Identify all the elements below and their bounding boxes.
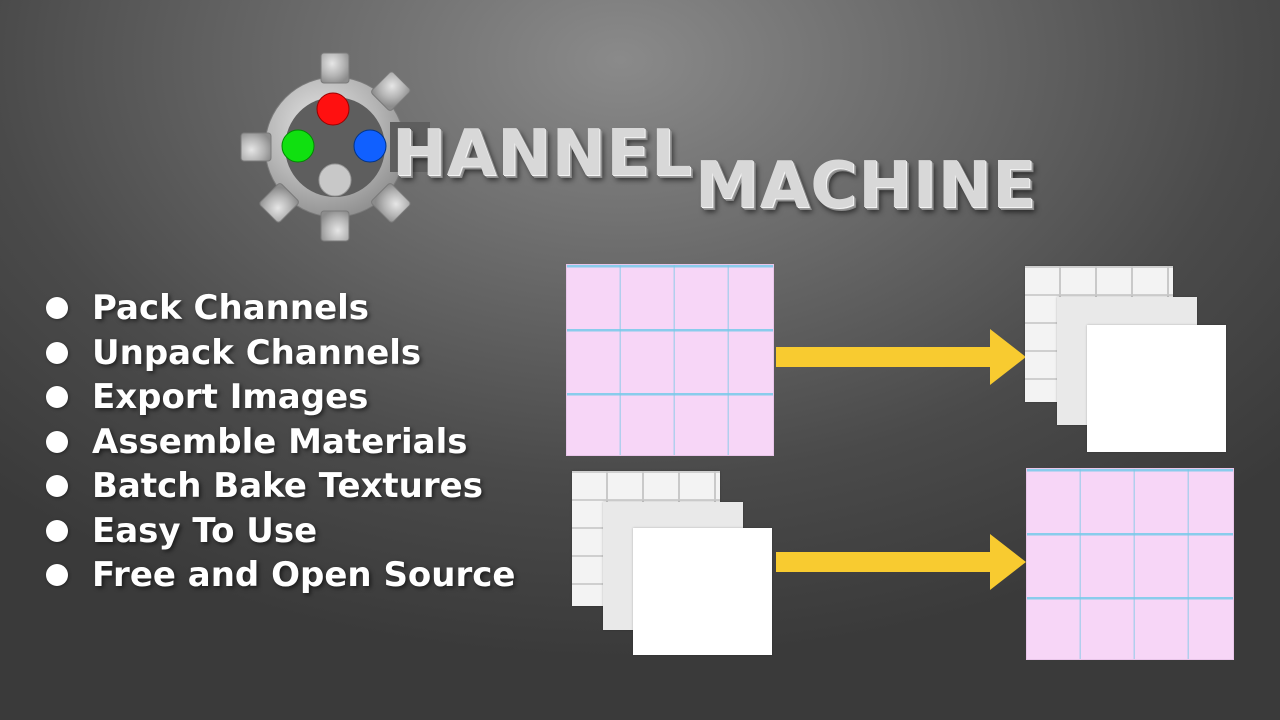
green-dot xyxy=(281,129,315,163)
logo-word-hannel: HANNEL xyxy=(392,117,693,191)
bullet-icon xyxy=(46,430,68,453)
arrow-right-icon xyxy=(776,329,1026,385)
feature-item: Free and Open Source xyxy=(40,553,515,598)
gear-icon xyxy=(240,52,430,242)
bullet-icon xyxy=(46,475,68,498)
channel-sheet-front xyxy=(1087,325,1226,452)
feature-item: Unpack Channels xyxy=(40,331,515,376)
feature-label: Assemble Materials xyxy=(92,421,468,462)
feature-label: Pack Channels xyxy=(92,288,370,329)
bullet-icon xyxy=(46,519,68,542)
feature-item: Easy To Use xyxy=(40,509,515,554)
logo: HANNEL MACHINE xyxy=(240,52,1036,242)
feature-list: Pack Channels Unpack Channels Export Ima… xyxy=(40,286,515,598)
feature-label: Free and Open Source xyxy=(92,555,516,596)
bullet-icon xyxy=(46,341,68,364)
feature-label: Easy To Use xyxy=(92,510,318,551)
red-dot xyxy=(316,92,350,126)
arrow-right-icon xyxy=(776,534,1026,590)
bullet-icon xyxy=(46,297,68,320)
channel-sheet-front xyxy=(633,528,772,655)
packed-texture-bottom xyxy=(1026,468,1234,660)
feature-item: Pack Channels xyxy=(40,286,515,331)
feature-item: Export Images xyxy=(40,375,515,420)
feature-label: Unpack Channels xyxy=(92,332,422,373)
feature-label: Export Images xyxy=(92,377,369,418)
bullet-icon xyxy=(46,564,68,587)
feature-item: Assemble Materials xyxy=(40,420,515,465)
logo-word-machine: MACHINE xyxy=(695,149,1037,223)
bullet-icon xyxy=(46,386,68,409)
feature-item: Batch Bake Textures xyxy=(40,464,515,509)
packed-texture-top xyxy=(566,264,774,456)
grey-dot xyxy=(318,163,352,197)
feature-label: Batch Bake Textures xyxy=(92,466,483,507)
blue-dot xyxy=(353,129,387,163)
